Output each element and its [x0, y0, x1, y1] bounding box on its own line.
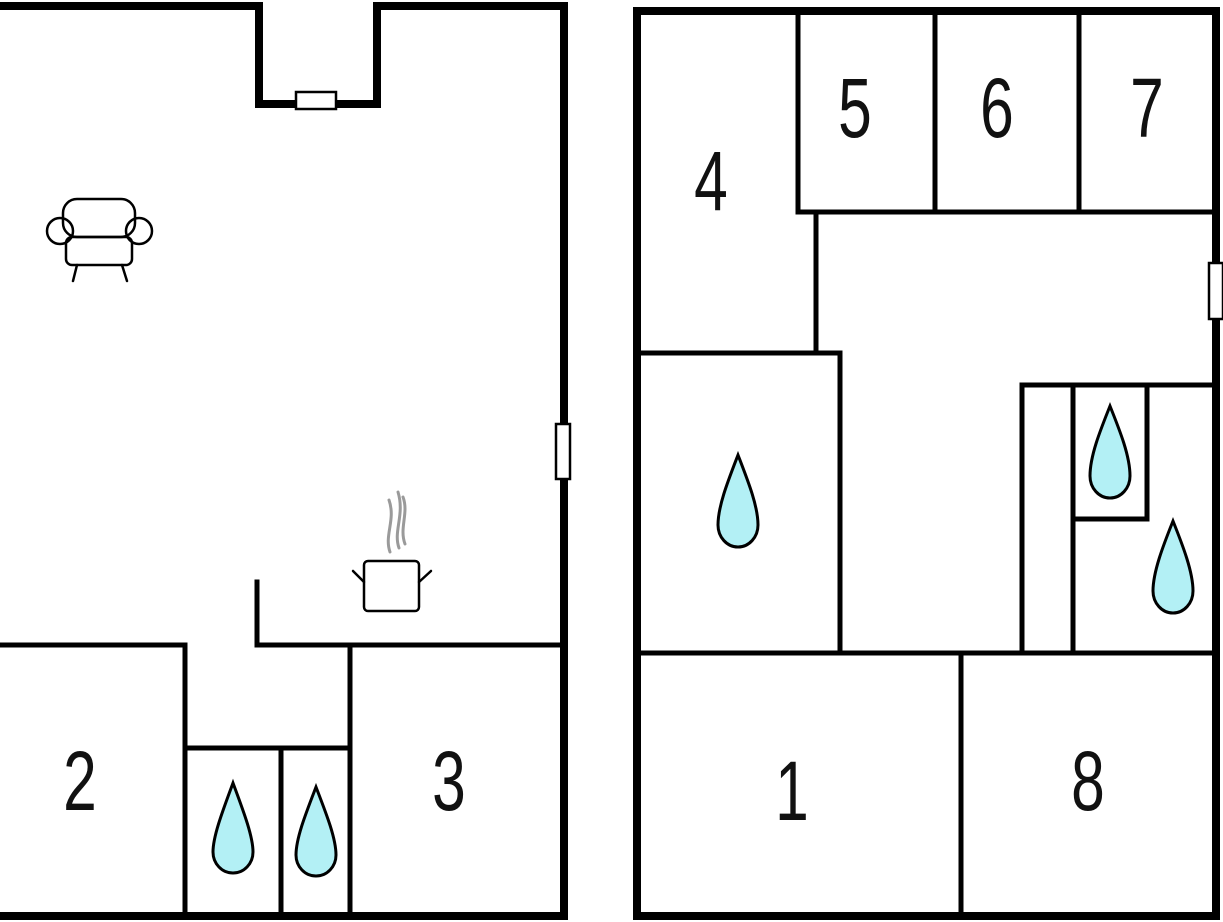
cooking-pot-icon — [351, 490, 433, 613]
room-number: 4 — [694, 134, 728, 228]
room-number: 1 — [775, 744, 809, 838]
water-drop-icon — [294, 782, 338, 878]
window — [1207, 261, 1223, 321]
armchair-icon — [45, 197, 154, 283]
water-drop-icon — [211, 778, 255, 875]
right-outer-wall — [633, 7, 1220, 920]
left-outer-wall — [0, 2, 568, 920]
water-drop-icon — [1151, 516, 1195, 615]
left-floor-plan: 2 3 — [0, 2, 572, 920]
room-number: 8 — [1071, 734, 1105, 828]
window — [554, 422, 572, 481]
room-number: 3 — [432, 734, 466, 828]
water-drop-icon — [1088, 401, 1132, 500]
water-drop-icon — [716, 450, 760, 549]
room-number: 5 — [838, 61, 872, 155]
room-number: 7 — [1130, 61, 1164, 155]
window — [294, 90, 338, 111]
right-floor-plan: 4 5 6 7 1 8 — [633, 7, 1223, 920]
room-number: 6 — [980, 61, 1014, 155]
room-number: 2 — [63, 734, 97, 828]
